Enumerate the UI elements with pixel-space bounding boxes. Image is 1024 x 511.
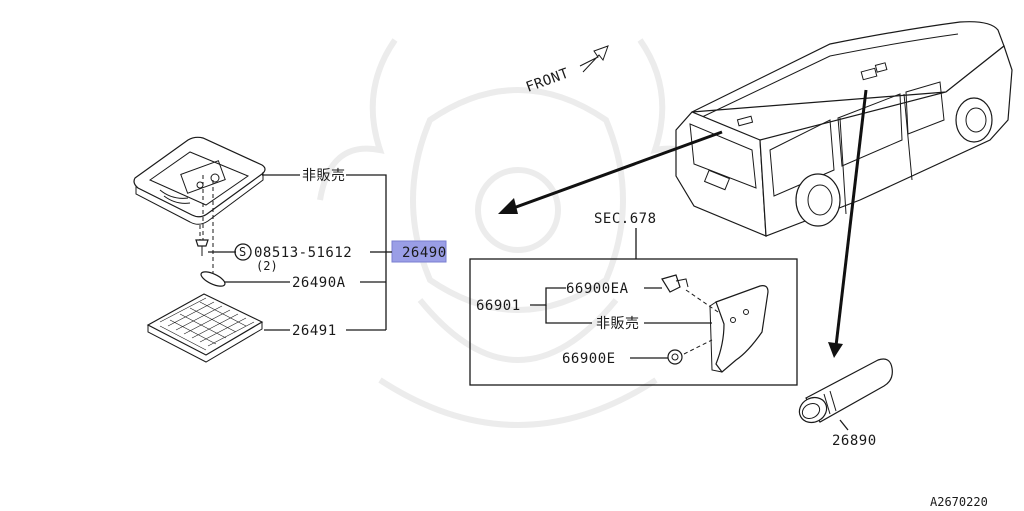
lamp-lens-icon [146, 293, 264, 363]
label-not-sold-mid: 非販売 [596, 316, 640, 332]
station-wagon-icon [675, 21, 1013, 237]
label-screw-qty: (2) [256, 259, 278, 273]
watermark-emblem [317, 38, 718, 428]
label-lamp-assy[interactable]: 26490 [402, 245, 447, 261]
label-bracket-group: 66901 [476, 298, 521, 314]
label-clip: 66900EA [566, 281, 629, 297]
label-screw: 08513-51612 [254, 245, 352, 261]
label-section: SEC.678 [594, 211, 657, 227]
grommet-icon [667, 349, 683, 365]
circled-s-icon [234, 243, 252, 261]
clip-icon [661, 274, 689, 293]
trim-bracket-icon [709, 285, 769, 373]
label-flashlight: 26890 [832, 433, 877, 449]
lamp-housing-icon [133, 136, 266, 225]
circled-s-letter: S [239, 245, 246, 259]
diagram-id: A2670220 [930, 495, 988, 509]
label-bulb: 26490A [292, 275, 346, 291]
arrowhead-left-icon [498, 198, 518, 214]
screw-icon [195, 239, 209, 256]
front-direction-icon [579, 45, 609, 73]
label-grommet: 66900E [562, 351, 616, 367]
label-not-sold-top: 非販売 [302, 168, 346, 184]
bulb-icon [200, 271, 226, 287]
section-box [469, 258, 798, 386]
label-lens: 26491 [292, 323, 337, 339]
arrowhead-down-icon [828, 342, 843, 358]
flashlight-icon [798, 358, 893, 424]
